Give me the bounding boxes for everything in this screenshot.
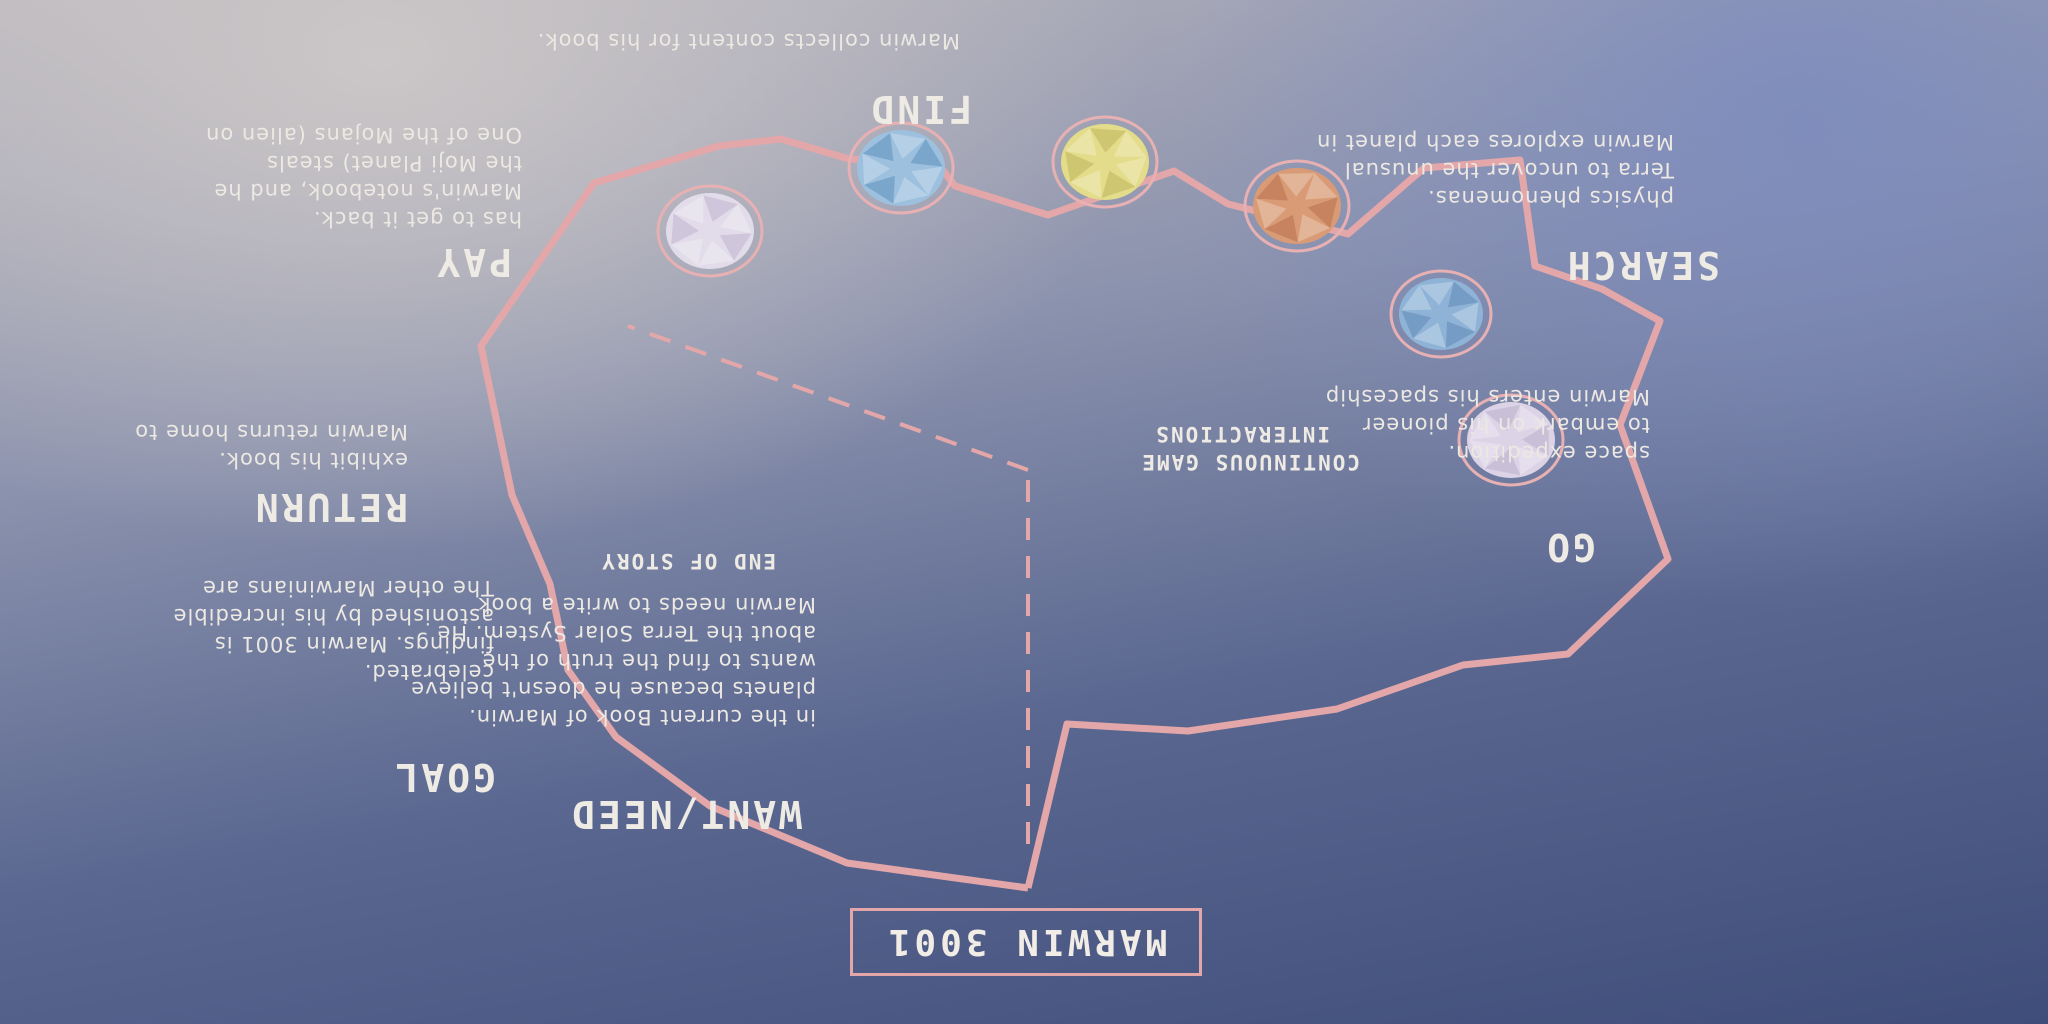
go-description: space expedition. to embark on his pione… [1325, 383, 1650, 467]
search-line-1: Marwin explores each planet in [1316, 130, 1674, 154]
find-title: FIND [868, 87, 972, 131]
go-line-3: space expedition. [1447, 441, 1650, 465]
search-line-2: Terra to uncover the unusual [1343, 158, 1674, 182]
pay-line-3: Marwin's notebook, and he [213, 179, 522, 203]
interactions-label: INTERACTIONS [1154, 422, 1330, 446]
return-line-2: exhibit his book. [218, 448, 408, 472]
pay-description: has to get it back. Marwin's notebook, a… [205, 121, 522, 233]
search-line-3: physics phenomenas. [1427, 186, 1674, 210]
return-description: exhibit his book. Marwin returns home to [134, 418, 408, 474]
orange-planet-search [1243, 159, 1351, 253]
end-of-story-label: END OF STORY [600, 549, 776, 573]
pay-line-2: the Moji Planet) steals [266, 151, 522, 175]
story-title-box: MARWIN 3001 [850, 908, 1202, 976]
lavender-planet-go [1457, 393, 1565, 487]
find-line-1: Marwin collects content for his book. [536, 29, 960, 53]
goal-line-4: celebrated. [363, 660, 494, 684]
go-title: GO [1544, 525, 1596, 569]
go-line-1: Marwin enters his spaceship [1324, 385, 1650, 409]
continuous-game-label: CONTINUOUS GAME [1140, 450, 1360, 474]
yellow-planet-find [1051, 115, 1159, 209]
search-description: physics phenomenas. Terra to uncover the… [1316, 128, 1674, 212]
blue-planet-find [847, 121, 955, 215]
goal-line-1: The other Marwinians are [202, 576, 494, 600]
want-title: WANT/NEED [569, 792, 802, 836]
return-line-1: Marwin returns home to [134, 420, 408, 444]
goal-line-2: astonished by his incredible [172, 604, 494, 628]
pay-line-1: One of the Mojans (alien on [205, 123, 522, 147]
divider-diagonal-dashed [627, 324, 1029, 472]
find-description: Marwin collects content for his book. [537, 27, 960, 55]
return-title: RETURN [252, 485, 408, 529]
search-title: SEARCH [1564, 243, 1720, 287]
goal-line-3: findings. Marwin 3001 is [213, 632, 494, 656]
story-title: MARWIN 3001 [884, 921, 1168, 963]
want-line-5: in the current Book of Marwin. [468, 705, 816, 729]
go-line-2: to embark on his pioneer [1361, 413, 1650, 437]
pay-line-4: has to get it back. [312, 207, 522, 231]
lavender-planet-pay [656, 184, 764, 278]
goal-description: celebrated. findings. Marwin 3001 is ast… [173, 574, 494, 686]
blue-planet-search [1389, 269, 1493, 359]
pay-title: PAY [434, 240, 512, 284]
goal-title: GOAL [392, 755, 496, 799]
